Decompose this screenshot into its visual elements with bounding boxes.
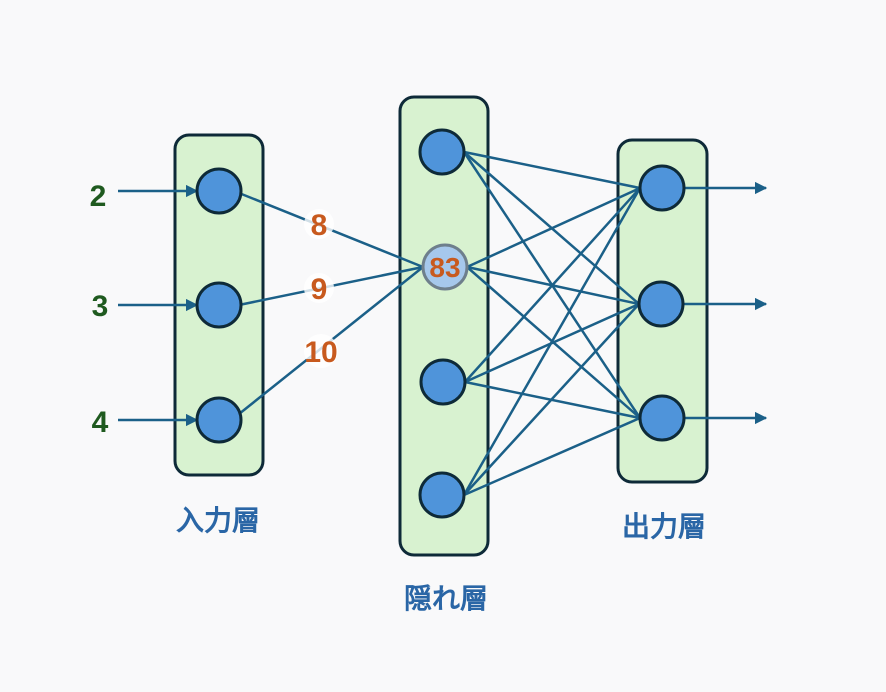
edge-hidden-4-to-output-1: [462, 187, 642, 496]
hidden-node-1: [418, 128, 466, 176]
weight-label-bg: [304, 334, 338, 368]
weight-label-bg: [304, 209, 334, 239]
hidden-layer-box: [398, 95, 490, 557]
edge-hidden-4-to-output-3: [463, 416, 641, 497]
hidden-node-sum-value: 83: [429, 252, 460, 283]
edge-hidden-2-to-output-1: [466, 186, 641, 269]
input-value-1: 2: [90, 180, 107, 213]
hidden-node-4: [418, 471, 466, 519]
input-layer-label: 入力層: [176, 504, 260, 537]
edge-hidden-3-to-output-1: [464, 187, 641, 383]
hidden-layer-label: 隠れ層: [404, 582, 488, 615]
output-node-3: [638, 394, 686, 442]
output-node-1: [638, 164, 686, 212]
weight-value-1: 8: [311, 209, 328, 242]
input-value-3: 4: [92, 406, 109, 439]
weight-label-bg: [304, 273, 334, 303]
weight-value-3: 10: [304, 336, 337, 369]
input-value-2: 3: [92, 290, 109, 323]
input-node-2: [195, 281, 243, 329]
weight-value-2: 9: [311, 273, 328, 306]
hidden-node-highlighted: [421, 243, 469, 291]
input-node-1: [195, 167, 243, 215]
edge-hidden-4-to-output-2: [463, 303, 640, 496]
output-layer-label: 出力層: [622, 510, 706, 543]
hidden-node-3: [419, 358, 467, 406]
input-node-3: [195, 396, 243, 444]
edge-hidden-1-to-output-1: [463, 150, 641, 190]
output-node-2: [637, 280, 685, 328]
